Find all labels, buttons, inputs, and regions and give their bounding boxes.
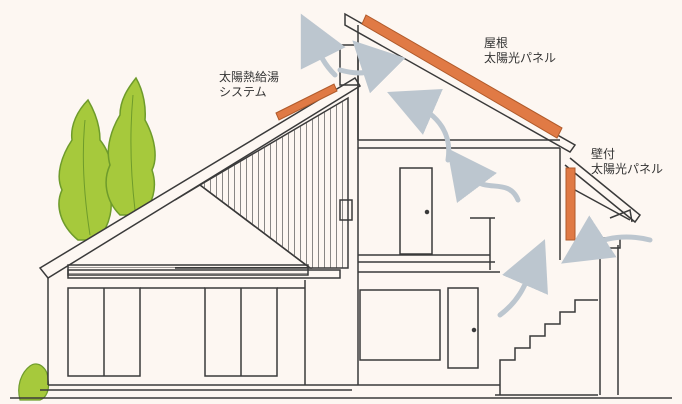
solar-water-heater-panel [275,83,338,121]
wall-solar-panel-label-line2: 太陽光パネル [591,162,664,176]
airflow-arrow-4 [446,148,521,204]
roof-solar-panel-label-line1: 屋根 [484,36,509,50]
airflow-arrow-5 [497,239,548,318]
right-annex [495,157,642,396]
airflow-arrows [300,13,653,318]
shrub [18,363,50,401]
airflow-arrow-3 [387,89,452,163]
wall-solar-panel-label: 壁付 太陽光パネル [591,147,663,177]
tree-left [58,98,113,241]
tree-right [105,76,156,216]
solar-water-heater-label-line2: システム [219,85,267,99]
roof-solar-panel [361,14,563,139]
wall-solar-panel-label-line1: 壁付 [591,147,616,161]
wall-solar-panel [565,167,576,241]
airflow-arrow-2 [337,40,406,94]
airflow-arrow-6 [561,215,653,264]
roof-solar-panel-label: 屋根 太陽光パネル [484,36,556,66]
solar-water-heater-label-line1: 太陽熱給湯 [219,70,280,84]
left-wing [38,76,362,391]
airflow-arrow-1 [300,13,346,78]
solar-water-heater-label: 太陽熱給湯 システム [219,70,279,100]
roof-solar-panel-label-line2: 太陽光パネル [484,51,557,65]
